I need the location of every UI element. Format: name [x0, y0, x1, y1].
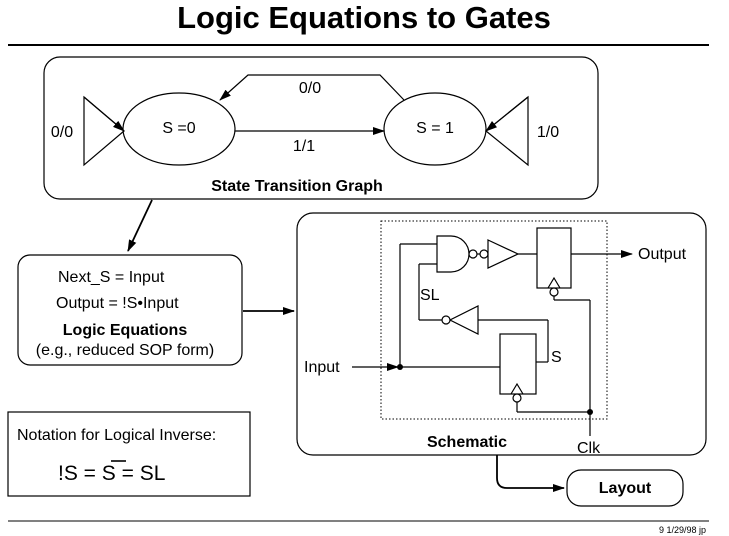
schematic-frame — [296, 212, 707, 456]
logic-equations-box: Next_S = Input Output = !S•Input Logic E… — [17, 254, 243, 366]
edge-top-label: 0/0 — [299, 80, 321, 97]
stg-frame — [43, 56, 599, 200]
state-s0-label: S =0 — [162, 120, 195, 137]
self-loop-right-arrow — [485, 96, 529, 132]
equation-next-s: Next_S = Input — [58, 269, 165, 286]
self-loop-left-label: 0/0 — [51, 124, 73, 141]
state-s0 — [122, 92, 236, 166]
notation-box: Notation for Logical Inverse: !S = S = S… — [7, 411, 251, 497]
inverter-bubble — [441, 315, 451, 325]
input-label: Input — [304, 359, 340, 376]
schematic-caption: Schematic — [427, 434, 507, 451]
notation-expression: !S = S = SL — [58, 462, 165, 485]
self-loop-left — [83, 95, 125, 167]
output-buffer — [487, 239, 520, 269]
notation-frame — [7, 411, 251, 497]
notation-prefix: !S = — [58, 462, 102, 485]
schematic-dotted-region — [380, 220, 608, 420]
edge-s1-to-s0 — [219, 74, 405, 101]
s-label: S — [551, 349, 562, 366]
stg-to-equations-arrow — [127, 199, 153, 252]
self-loop-right — [485, 95, 529, 167]
output-ff-clock-triangle — [547, 276, 561, 289]
page-title: Logic Equations to Gates — [177, 0, 551, 35]
self-loop-right-label: 1/0 — [537, 124, 559, 141]
self-loop-left-arrow — [83, 96, 125, 132]
equations-caption: Logic Equations — [63, 322, 188, 339]
notation-heading: Notation for Logical Inverse: — [17, 427, 216, 444]
state-ff-clock-triangle — [510, 382, 524, 395]
schematic-box: Input Output SL S Clk Schematic — [296, 212, 707, 457]
nand-gate — [436, 235, 470, 273]
layout-label: Layout — [599, 480, 652, 497]
equations-frame — [17, 254, 243, 366]
state-s1-label: S = 1 — [416, 120, 454, 137]
notation-s-bar: S — [102, 462, 116, 485]
stg-caption: State Transition Graph — [211, 178, 383, 195]
footer-stamp: 9 1/29/98 jp — [659, 525, 706, 535]
notation-suffix: = SL — [116, 462, 166, 485]
equations-subcaption: (e.g., reduced SOP form) — [36, 342, 214, 359]
schematic-to-layout-arrow — [496, 455, 565, 492]
equation-output: Output = !S•Input — [56, 295, 179, 312]
state-ff-clock-bubble — [512, 393, 522, 403]
edge-bottom-label: 1/1 — [293, 138, 315, 155]
output-ff-clock-bubble — [549, 287, 559, 297]
nand-bubble — [468, 249, 478, 259]
state-transition-graph: S =0 S = 1 0/0 1/0 0/0 1/1 State Transit… — [43, 56, 599, 200]
buffer-bubble — [479, 249, 489, 259]
clk-label: Clk — [577, 440, 601, 457]
output-label: Output — [638, 246, 687, 263]
sl-label: SL — [420, 287, 440, 304]
layout-frame — [566, 469, 684, 507]
feedback-inverter — [448, 305, 479, 335]
layout-box: Layout — [566, 469, 684, 507]
